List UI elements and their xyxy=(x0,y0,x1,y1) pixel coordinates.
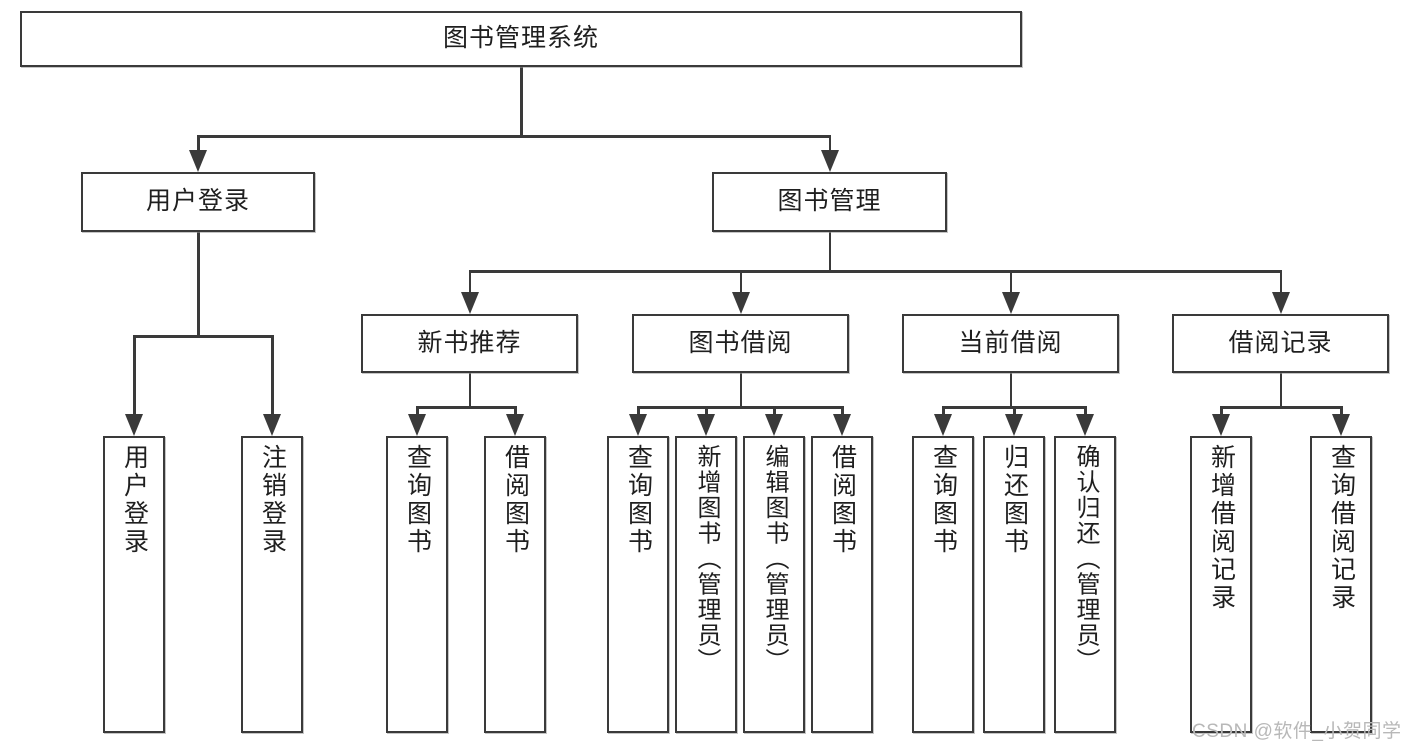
arrow-current-borrow-to-leaf-confirm-return xyxy=(1076,414,1094,436)
arrow-bookmanage-to-book-borrow xyxy=(731,292,750,314)
connector-root-stem xyxy=(520,67,523,135)
node-leaf-query-record-label: 查询借阅记录 xyxy=(1327,444,1356,612)
node-user-login-label: 用户登录 xyxy=(145,187,250,216)
node-leaf-query-book-1-label: 查询图书 xyxy=(403,444,432,556)
connector-book-borrow-bus xyxy=(637,406,843,409)
arrow-borrow-record-to-leaf-add-record xyxy=(1212,414,1230,436)
node-leaf-borrow-book-1[interactable]: 借阅图书 xyxy=(484,436,546,733)
node-leaf-borrow-book-1-label: 借阅图书 xyxy=(501,444,530,556)
node-leaf-return-book[interactable]: 归还图书 xyxy=(983,436,1045,733)
arrow-borrow-record-to-leaf-query-record xyxy=(1332,414,1350,436)
node-book-borrow-label: 图书借阅 xyxy=(688,328,793,357)
node-leaf-query-book-2-label: 查询图书 xyxy=(624,444,653,556)
arrow-root-to-book-manage xyxy=(820,150,839,172)
connector-root-drop-book-manage xyxy=(828,135,831,152)
arrow-book-borrow-to-leaf-query-book-2 xyxy=(629,414,647,436)
arrow-new-book-recommend-to-leaf-borrow-book-1 xyxy=(506,414,524,436)
node-leaf-edit-book-label: 编辑图书（管理员） xyxy=(761,444,788,674)
node-leaf-user-logout-label: 注销登录 xyxy=(258,444,287,556)
connector-borrow-record-stem xyxy=(1279,373,1282,406)
node-leaf-query-book-2[interactable]: 查询图书 xyxy=(607,436,669,733)
node-leaf-confirm-return[interactable]: 确认归还（管理员） xyxy=(1054,436,1116,733)
node-leaf-query-book-3-label: 查询图书 xyxy=(929,444,958,556)
node-leaf-add-record-label: 新增借阅记录 xyxy=(1207,444,1236,612)
node-current-borrow[interactable]: 当前借阅 xyxy=(902,314,1119,373)
arrow-user-login-to-leaf-user-logout xyxy=(263,414,281,436)
arrow-root-to-user-login xyxy=(189,150,207,172)
arrow-current-borrow-to-leaf-return-book xyxy=(1005,414,1023,436)
node-leaf-return-book-label: 归还图书 xyxy=(1000,444,1029,556)
node-book-manage-label: 图书管理 xyxy=(777,187,882,216)
connector-bookmanage-stem xyxy=(828,232,831,270)
connector-borrow-record-drop-leaf-query-record xyxy=(1340,406,1343,416)
connector-new-book-recommend-drop-leaf-query-book-1 xyxy=(416,406,419,416)
node-leaf-add-book[interactable]: 新增图书（管理员） xyxy=(675,436,737,733)
node-root[interactable]: 图书管理系统 xyxy=(20,11,1022,67)
node-user-login[interactable]: 用户登录 xyxy=(81,172,315,232)
connector-root-bus xyxy=(197,135,831,138)
node-leaf-borrow-book-2[interactable]: 借阅图书 xyxy=(811,436,873,733)
connector-book-borrow-drop-leaf-add-book xyxy=(705,406,708,416)
connector-borrow-record-drop-leaf-add-record xyxy=(1220,406,1223,416)
connector-new-book-recommend-stem xyxy=(468,373,471,406)
connector-borrow-record-bus xyxy=(1220,406,1342,409)
connector-bookmanage-drop-borrow-record xyxy=(1279,270,1282,294)
connector-bookmanage-drop-new-book-recommend xyxy=(468,270,471,294)
watermark: CSDN @软件_小贺同学 xyxy=(1192,721,1402,742)
node-borrow-record[interactable]: 借阅记录 xyxy=(1172,314,1389,373)
node-leaf-edit-book[interactable]: 编辑图书（管理员） xyxy=(743,436,805,733)
arrow-book-borrow-to-leaf-edit-book xyxy=(765,414,783,436)
connector-new-book-recommend-drop-leaf-borrow-book-1 xyxy=(514,406,517,416)
arrow-current-borrow-to-leaf-query-book-3 xyxy=(934,414,952,436)
arrow-bookmanage-to-new-book-recommend xyxy=(460,292,479,314)
connector-user-login-drop-leaf-user-logout xyxy=(271,335,274,416)
node-leaf-query-book-3[interactable]: 查询图书 xyxy=(912,436,974,733)
arrow-new-book-recommend-to-leaf-query-book-1 xyxy=(408,414,426,436)
connector-current-borrow-drop-leaf-return-book xyxy=(1013,406,1016,416)
node-leaf-user-login-label: 用户登录 xyxy=(120,444,149,556)
connector-book-borrow-drop-leaf-edit-book xyxy=(773,406,776,416)
connector-bookmanage-drop-current-borrow xyxy=(1009,270,1012,294)
node-new-book-recommend[interactable]: 新书推荐 xyxy=(361,314,578,373)
connector-current-borrow-stem xyxy=(1009,373,1012,406)
node-current-borrow-label: 当前借阅 xyxy=(958,328,1063,357)
arrow-book-borrow-to-leaf-add-book xyxy=(697,414,715,436)
connector-book-borrow-stem xyxy=(739,373,742,406)
connector-book-borrow-drop-leaf-query-book-2 xyxy=(637,406,640,416)
connector-user-login-drop-leaf-user-login xyxy=(133,335,136,416)
node-leaf-add-record[interactable]: 新增借阅记录 xyxy=(1190,436,1252,733)
node-leaf-add-book-label: 新增图书（管理员） xyxy=(693,444,720,674)
connector-bookmanage-drop-book-borrow xyxy=(739,270,742,294)
node-root-label: 图书管理系统 xyxy=(442,24,599,53)
node-leaf-borrow-book-2-label: 借阅图书 xyxy=(828,444,857,556)
arrow-book-borrow-to-leaf-borrow-book-2 xyxy=(833,414,851,436)
node-leaf-query-book-1[interactable]: 查询图书 xyxy=(386,436,448,733)
connector-user-login-bus xyxy=(133,335,273,338)
node-leaf-confirm-return-label: 确认归还（管理员） xyxy=(1072,444,1099,674)
node-leaf-query-record[interactable]: 查询借阅记录 xyxy=(1310,436,1372,733)
node-leaf-user-login[interactable]: 用户登录 xyxy=(103,436,165,733)
connector-root-drop-user-login xyxy=(197,135,200,152)
arrow-bookmanage-to-borrow-record xyxy=(1271,292,1290,314)
node-book-borrow[interactable]: 图书借阅 xyxy=(632,314,849,373)
connector-user-login-stem xyxy=(197,232,200,335)
connector-current-borrow-drop-leaf-query-book-3 xyxy=(942,406,945,416)
connector-book-borrow-drop-leaf-borrow-book-2 xyxy=(841,406,844,416)
node-book-manage[interactable]: 图书管理 xyxy=(712,172,947,232)
arrow-bookmanage-to-current-borrow xyxy=(1001,292,1020,314)
node-leaf-user-logout[interactable]: 注销登录 xyxy=(241,436,303,733)
connector-current-borrow-drop-leaf-confirm-return xyxy=(1084,406,1087,416)
connector-new-book-recommend-bus xyxy=(416,406,516,409)
arrow-user-login-to-leaf-user-login xyxy=(125,414,143,436)
node-new-book-recommend-label: 新书推荐 xyxy=(417,328,522,357)
connector-bookmanage-bus xyxy=(468,270,1282,273)
node-borrow-record-label: 借阅记录 xyxy=(1228,328,1333,357)
